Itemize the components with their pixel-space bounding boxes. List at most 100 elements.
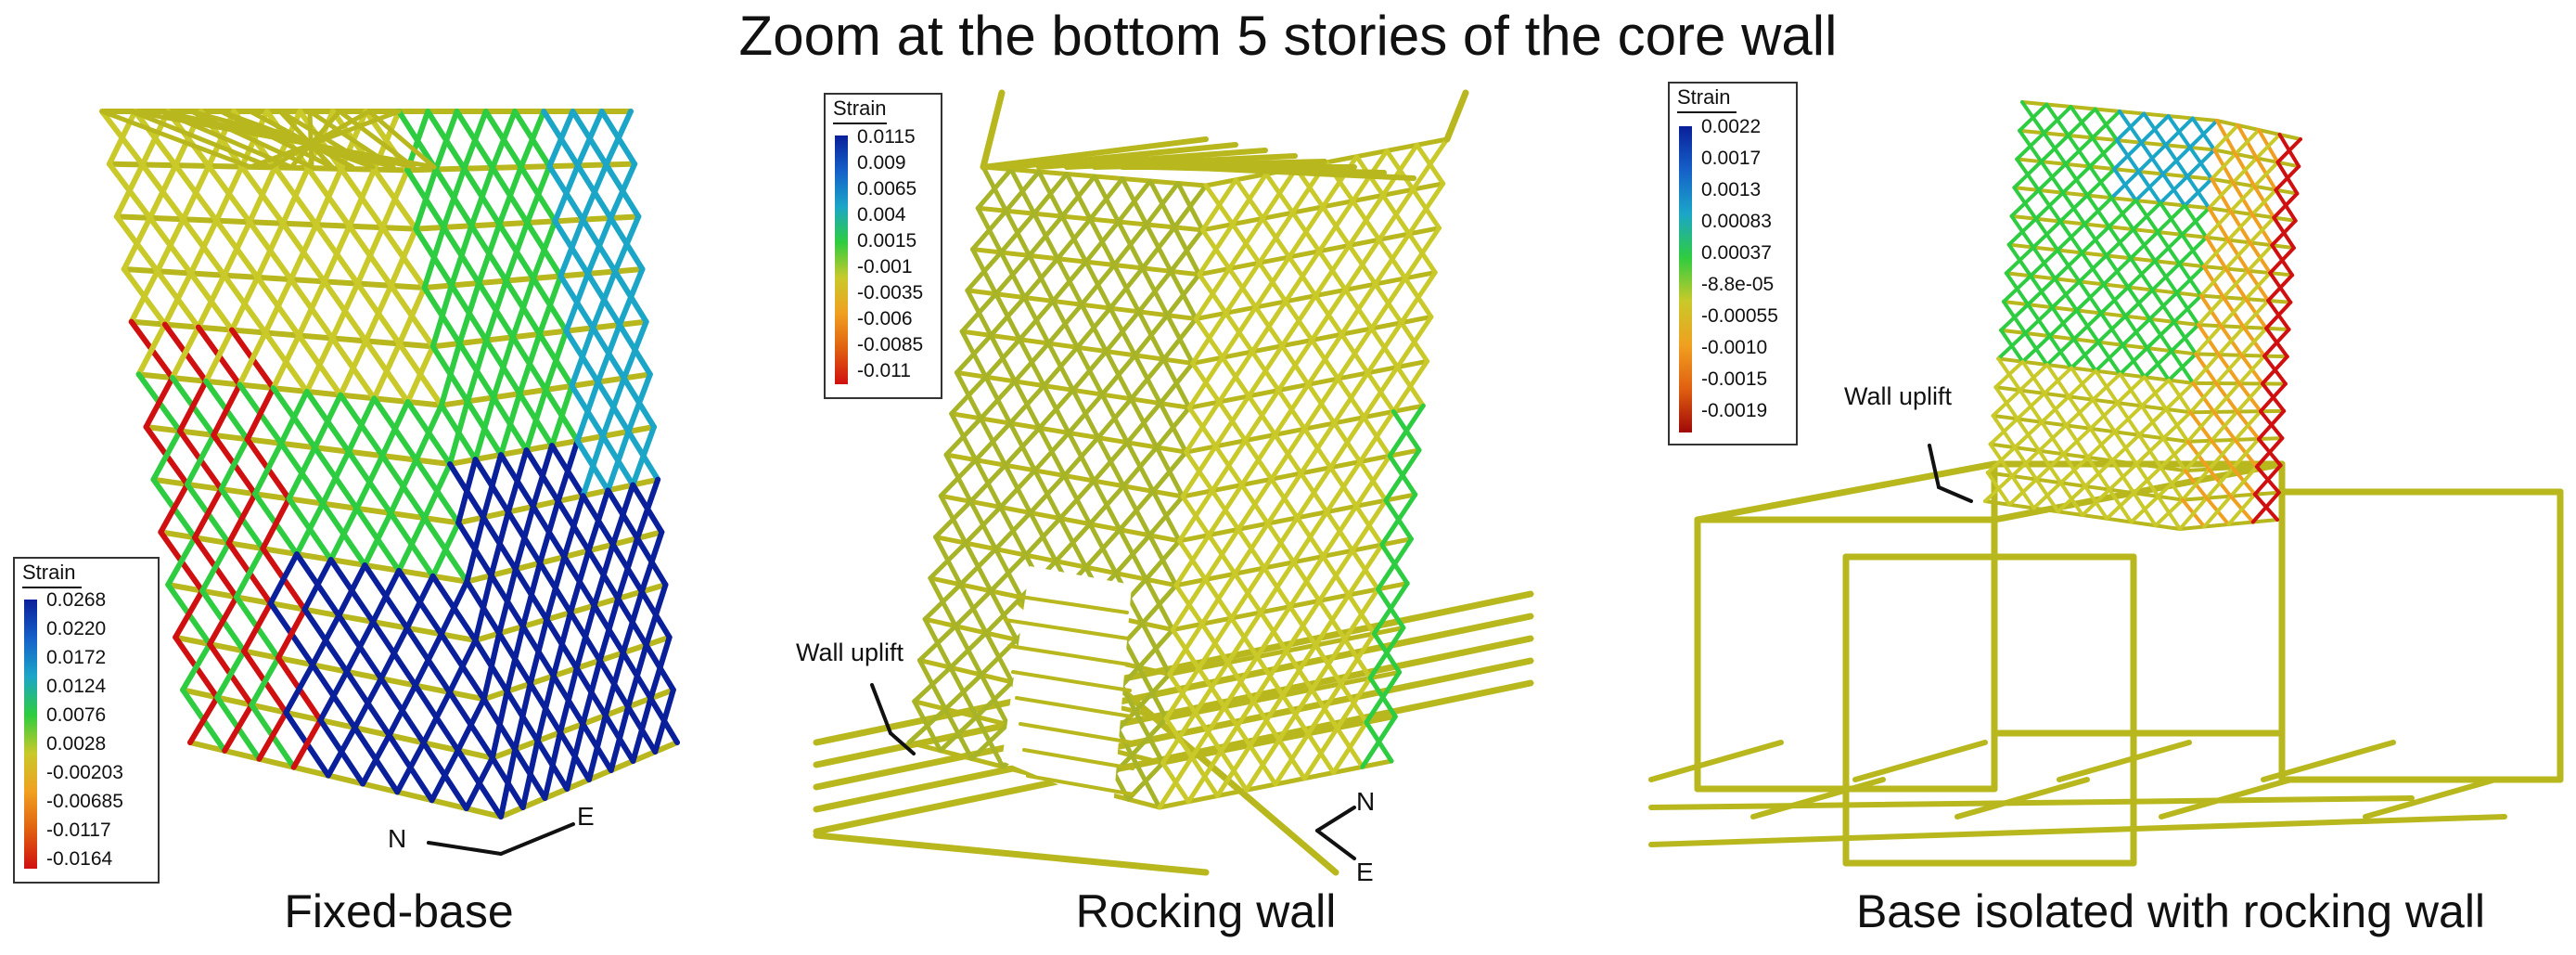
rocking-column: [1443, 89, 1469, 143]
isolator-rod: [2261, 740, 2396, 782]
rocking-face-left-brace: [954, 332, 993, 375]
isolated-face-left-brace: [2131, 200, 2162, 232]
isolated-face-left-brace: [2070, 340, 2101, 370]
north-direction-label: N: [388, 824, 407, 853]
fixed-base-face-right-brace: [600, 375, 627, 439]
fixed-base-face-right-brace: [652, 687, 676, 755]
rocking-face-left-brace: [1144, 181, 1181, 227]
rocking-face-front-brace: [1190, 310, 1229, 366]
isolated-face-left-brace: [2183, 176, 2214, 208]
fixed-base-face-right-brace: [447, 398, 470, 467]
isolated-face-right-brace: [2252, 463, 2283, 497]
isolated-face-right-brace: [2254, 436, 2285, 469]
fixed-base-face-left-brace: [187, 217, 220, 277]
rocking-face-left-brace: [983, 595, 1024, 636]
rocking-face-front-brace: [1250, 648, 1289, 704]
fixed-base-face-left-brace: [429, 520, 462, 579]
fixed-base-face-right-brace: [569, 325, 596, 389]
fixed-base-face-left-brace: [252, 440, 285, 497]
fixed-base-face-right-brace: [586, 712, 609, 782]
wall-uplift-annotation-isolated: Wall uplift: [1844, 382, 1953, 410]
fixed-base-face-left-brace: [352, 676, 384, 731]
isolated-face-right-brace: [2194, 324, 2224, 356]
fixed-base-face-right-brace: [542, 729, 563, 801]
isolated-face-left-brace: [2058, 193, 2090, 224]
rocking-face-left-brace: [959, 291, 999, 334]
rocking-face-left-brace: [1003, 425, 1043, 468]
fixed-base-face-right-brace: [489, 689, 510, 761]
isolated-face-left-brace: [2115, 111, 2147, 143]
rocking-face-left-brace: [1154, 405, 1192, 450]
isolated-face-left-brace: [2012, 160, 2044, 190]
fixed-base-face-right-brace: [580, 433, 606, 499]
rocking-face-front-brace: [1316, 548, 1355, 603]
isolated-face-left-brace: [2156, 469, 2187, 498]
rocking-face-left-brace: [1041, 344, 1080, 389]
fixed-base-face-left-brace: [176, 378, 210, 434]
fixed-base-face-right-brace: [503, 220, 531, 284]
rocking-face-left-brace: [969, 722, 1010, 761]
isolated-face-left-brace: [2159, 439, 2190, 470]
fixed-base-face-left-brace: [283, 662, 315, 716]
rocking-face-front-brace: [1335, 676, 1373, 731]
isolated-face-left-brace: [2126, 259, 2158, 290]
isolated-face-left-brace: [2002, 274, 2033, 303]
fixed-base-face-left-brace: [413, 402, 444, 463]
rocking-face-front-brace: [1288, 553, 1326, 610]
legend-label: 0.0220: [46, 618, 107, 639]
rocking-face-front-brace: [1218, 699, 1256, 755]
rocking-face-front-brace: [1335, 326, 1375, 381]
caption-base-isolated: Base isolated with rocking wall: [1855, 885, 2486, 937]
rocking-face-left-brace: [1099, 353, 1138, 397]
fixed-base-face-right-brace: [519, 560, 544, 629]
rocking-face-front-brace: [1225, 610, 1263, 665]
legend-label: -8.8e-05: [1701, 274, 1775, 295]
rocking-face-front-brace: [1243, 388, 1281, 444]
isolated-face-left-brace: [2020, 334, 2052, 364]
legend-label: 0.0076: [46, 704, 107, 726]
isolated-face-left-brace: [1985, 445, 2017, 475]
rocking-face-front-brace: [1229, 565, 1267, 621]
fixed-base-face-right-brace: [563, 271, 591, 334]
fixed-base-face-left-brace: [270, 332, 302, 392]
isolated-face-right-brace: [2183, 438, 2214, 473]
isolated-face-left-brace: [2139, 114, 2171, 145]
fixed-base-face-right-brace: [530, 443, 555, 510]
rocking-face-left-brace: [1168, 227, 1205, 274]
isolated-face-left-brace: [1991, 388, 2022, 418]
wall-uplift-annotation-rocking: Wall uplift: [796, 639, 904, 666]
rocking-face-front-brace: [1216, 349, 1255, 405]
rocking-face-left-brace: [1140, 583, 1179, 626]
legend-label: -0.0015: [1701, 368, 1768, 390]
isolated-face-left-brace: [2044, 337, 2076, 368]
legend-label: 0.0022: [1701, 116, 1762, 137]
wall-uplift-arrow: [889, 731, 916, 755]
isolated-face-left-brace: [2085, 430, 2117, 459]
isolated-face-right-brace: [2207, 180, 2236, 211]
rocking-face-left-brace: [998, 211, 1037, 255]
isolator-rod: [1648, 740, 1784, 782]
isolated-face-left-brace: [2031, 481, 2063, 510]
isolated-face-left-brace: [2109, 169, 2141, 200]
rocking-face-front-brace: [1342, 237, 1382, 292]
isolated-face-left-brace: [2039, 133, 2070, 164]
fixed-base-face-right-brace: [603, 109, 634, 168]
rocking-face-left-brace: [968, 462, 1008, 504]
rocking-face-front-brace: [1160, 710, 1198, 766]
fixed-base-face-left-brace: [354, 225, 386, 287]
fixed-base-face-left-brace: [446, 638, 479, 695]
isolated-face-right-brace: [2197, 295, 2225, 327]
isolated-face-right-brace: [2214, 353, 2244, 386]
fixed-base-face-left-ledger: [143, 424, 453, 467]
isolated-face-right-brace: [2228, 184, 2257, 213]
rocking-face-front-brace: [1226, 215, 1265, 271]
fixed-base-face-right-brace: [561, 493, 586, 560]
isolated-face-right-brace: [2207, 437, 2237, 471]
fixed-base-face-left-ledger: [180, 687, 495, 761]
rocking-face-left-brace: [975, 167, 1014, 211]
rocking-face-front-brace: [1324, 459, 1363, 515]
rocking-face-left-brace: [1050, 259, 1089, 303]
isolated-face-right-brace: [2233, 409, 2262, 442]
fixed-base-face-left-ledger: [106, 161, 411, 174]
isolated-face-left-brace: [2153, 497, 2185, 528]
